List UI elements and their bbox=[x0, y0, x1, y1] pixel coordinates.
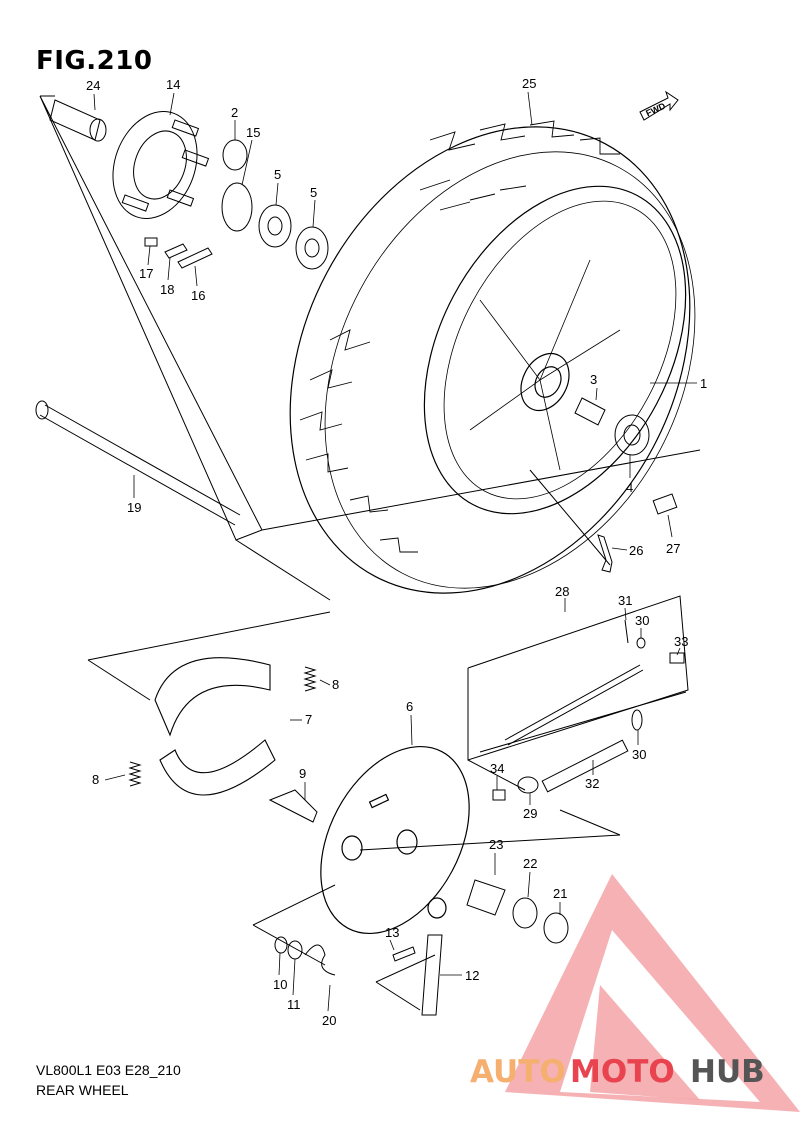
watermark-moto: MOTO bbox=[570, 1054, 675, 1090]
callout-8a: 8 bbox=[332, 677, 339, 692]
callout-7: 7 bbox=[305, 712, 312, 727]
return-spring-part bbox=[304, 944, 336, 976]
callout-28: 28 bbox=[555, 584, 569, 599]
callout-17: 17 bbox=[139, 266, 153, 281]
callout-22: 22 bbox=[523, 856, 537, 871]
callout-5b: 5 bbox=[310, 185, 317, 200]
callout-10: 10 bbox=[273, 977, 287, 992]
callout-1: 1 bbox=[700, 376, 707, 391]
leader-lines bbox=[93, 91, 697, 1012]
group-outlines bbox=[39, 95, 701, 1011]
watermark-text: AUTO MOTO HUB bbox=[470, 1054, 765, 1090]
callout-26: 26 bbox=[629, 543, 643, 558]
callout-23: 23 bbox=[489, 837, 503, 852]
wheel-bearing-part bbox=[614, 414, 650, 456]
spring-parts bbox=[128, 666, 317, 787]
spacer-part bbox=[574, 397, 606, 426]
watermark-hub: HUB bbox=[690, 1054, 765, 1090]
o-ring-part bbox=[221, 182, 253, 232]
callout-13: 13 bbox=[385, 925, 399, 940]
callout-9: 9 bbox=[299, 766, 306, 781]
cap-part bbox=[222, 139, 248, 171]
collar-part bbox=[49, 99, 107, 142]
axle-nut-part bbox=[543, 912, 569, 944]
brake-rod-parts bbox=[492, 619, 685, 801]
circlip-part bbox=[274, 936, 288, 954]
callout-25: 25 bbox=[522, 76, 536, 91]
lock-washer-parts bbox=[144, 237, 213, 269]
callout-15: 15 bbox=[246, 125, 260, 140]
callout-16: 16 bbox=[191, 288, 205, 303]
callout-6: 6 bbox=[406, 699, 413, 714]
brake-shoe-parts bbox=[154, 657, 276, 796]
brake-panel-part bbox=[320, 745, 470, 935]
washer-part bbox=[512, 897, 538, 929]
washer-small-part bbox=[287, 940, 303, 960]
brake-arm-part bbox=[421, 934, 443, 1016]
fwd-arrow-icon: FWD bbox=[639, 90, 679, 121]
callout-32: 32 bbox=[585, 776, 599, 791]
panel-spacer-part bbox=[466, 879, 506, 916]
callout-20: 20 bbox=[322, 1013, 336, 1028]
section-title: REAR WHEEL bbox=[36, 1082, 129, 1098]
bolt-part bbox=[392, 946, 416, 962]
figure-title: FIG.210 bbox=[36, 46, 153, 76]
callout-11: 11 bbox=[287, 997, 301, 1012]
callout-4: 4 bbox=[626, 480, 633, 495]
brake-cam-part bbox=[268, 789, 318, 823]
callout-30b: 30 bbox=[632, 747, 646, 762]
callout-27: 27 bbox=[666, 541, 680, 556]
callout-24: 24 bbox=[86, 78, 100, 93]
bearing-parts bbox=[258, 204, 329, 270]
watermark-logo bbox=[505, 874, 800, 1112]
callout-19: 19 bbox=[127, 500, 141, 515]
callout-30a: 30 bbox=[635, 613, 649, 628]
callout-18: 18 bbox=[160, 282, 174, 297]
callout-21: 21 bbox=[553, 886, 567, 901]
callout-12: 12 bbox=[465, 968, 479, 983]
callout-33: 33 bbox=[674, 634, 688, 649]
valve-part bbox=[597, 534, 613, 573]
valve-cap-part bbox=[652, 493, 678, 515]
watermark-auto: AUTO bbox=[470, 1054, 566, 1090]
callout-29: 29 bbox=[523, 806, 537, 821]
hub-assembly bbox=[112, 111, 210, 219]
callout-2: 2 bbox=[231, 105, 238, 120]
callout-14: 14 bbox=[166, 77, 180, 92]
callout-34: 34 bbox=[490, 761, 504, 776]
axle-part bbox=[35, 400, 241, 526]
callout-3: 3 bbox=[590, 372, 597, 387]
callout-31: 31 bbox=[618, 593, 632, 608]
rear-tire bbox=[289, 120, 696, 594]
callout-8b: 8 bbox=[92, 772, 99, 787]
model-code: VL800L1 E03 E28_210 bbox=[36, 1062, 181, 1078]
callout-5a: 5 bbox=[274, 167, 281, 182]
